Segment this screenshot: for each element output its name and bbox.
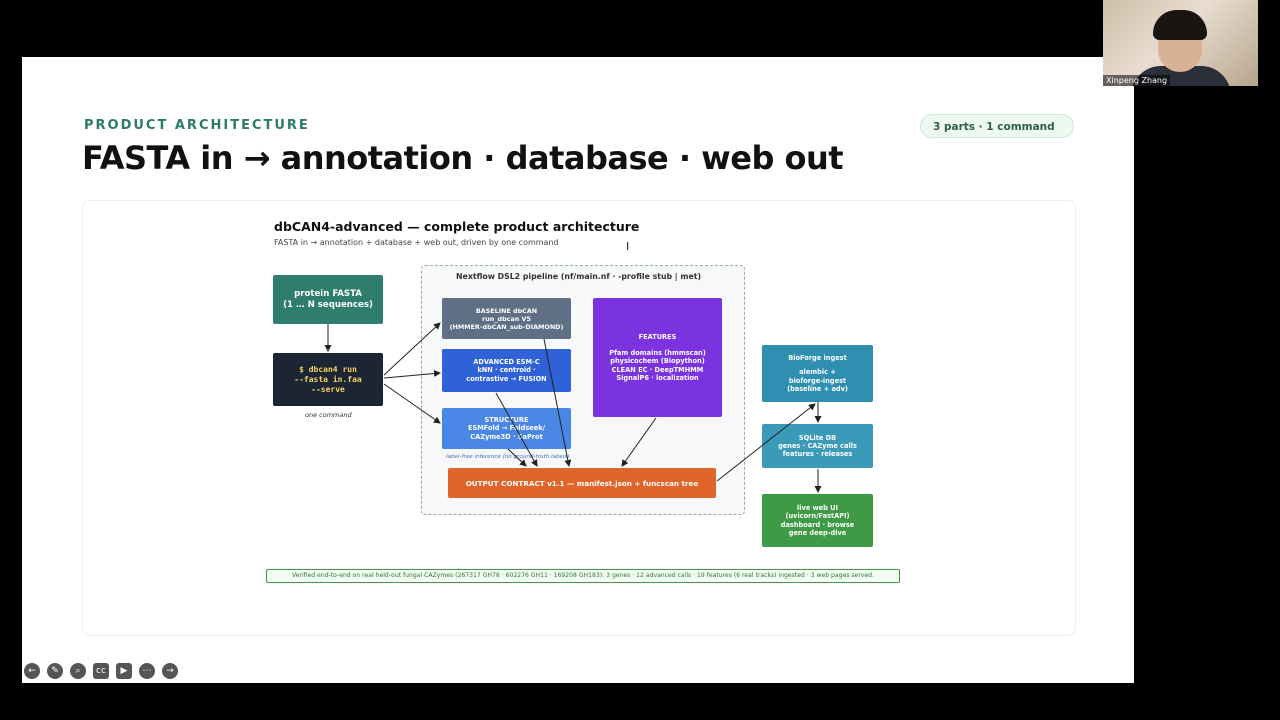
- input-fasta-box: protein FASTA (1 … N sequences): [273, 275, 383, 324]
- sqlite-line: genes · CAZyme calls: [778, 441, 857, 450]
- figure-subtitle: FASTA in → annotation + database + web o…: [274, 238, 559, 247]
- structure-box: STRUCTURE ESMFold → Foldseek/ CAZyme3D ·…: [442, 408, 571, 449]
- output-contract-box: OUTPUT CONTRACT v1.1 — manifest.json + f…: [448, 468, 716, 498]
- input-box-line: protein FASTA: [294, 288, 362, 299]
- command-line: --fasta in.faa: [294, 374, 362, 384]
- bioforge-line: alembic +: [799, 368, 836, 377]
- baseline-line: BASELINE dbCAN: [475, 306, 538, 315]
- webui-line: gene deep-dive: [788, 528, 847, 537]
- arrow-advanced-to-output: [495, 392, 538, 467]
- summary-pill: 3 parts · 1 command: [920, 114, 1074, 138]
- back-arrow-icon[interactable]: ←: [24, 663, 40, 679]
- pen-icon[interactable]: ✎: [47, 663, 63, 679]
- features-line: Pfam domains (hmmscan): [609, 349, 706, 358]
- participant-name: Xinpeng Zhang: [1103, 75, 1171, 86]
- features-line: SignalP6 · localization: [616, 373, 699, 382]
- bioforge-line: BioForge ingest: [788, 354, 847, 363]
- more-icon[interactable]: ⋯: [139, 663, 155, 679]
- bioforge-line: bioforge-ingest: [788, 376, 847, 385]
- participant-video-tile[interactable]: Xinpeng Zhang: [1103, 0, 1258, 86]
- slide-title: FASTA in → annotation · database · web o…: [82, 139, 844, 177]
- baseline-line: run_dbcan V5: [482, 314, 531, 323]
- arrow-baseline-to-output: [543, 338, 572, 467]
- advanced-box: ADVANCED ESM-C kNN · centroid · contrast…: [442, 349, 571, 392]
- web-ui-box: live web UI (uvicorn/FastAPI) dashboard …: [762, 494, 873, 547]
- text-cursor-icon: I: [626, 240, 630, 253]
- input-box-line: (1 … N sequences): [283, 299, 373, 310]
- arrow-command-to-baseline: [383, 322, 441, 376]
- video-icon[interactable]: ▶: [116, 663, 132, 679]
- arrow-output-to-bioforge: [716, 403, 816, 482]
- features-line: physicochem (Biopython): [610, 357, 705, 366]
- zoom-icon[interactable]: ⌕: [70, 663, 86, 679]
- label-free-note: label-free inference (no ground-truth la…: [446, 454, 570, 460]
- baseline-line: (HMMER-dbCAN_sub-DIAMOND): [449, 322, 564, 331]
- webui-line: dashboard · browse: [780, 520, 855, 529]
- section-eyebrow: PRODUCT ARCHITECTURE: [84, 118, 310, 133]
- advanced-line: ADVANCED ESM-C: [473, 358, 540, 367]
- arrow-command-to-advanced: [383, 370, 441, 379]
- advanced-line: kNN · centroid ·: [477, 366, 536, 375]
- pipeline-label: Nextflow DSL2 pipeline (nf/main.nf · -pr…: [456, 272, 702, 281]
- diagram-arrows: [324, 322, 822, 493]
- verification-note: Verified end-to-end on real held-out fun…: [266, 569, 900, 583]
- features-line: CLEAN EC · DeepTMHMM: [611, 365, 704, 374]
- structure-line: CAZyme3D · SaProt: [470, 432, 543, 441]
- command-line: --serve: [311, 384, 345, 394]
- webui-line: live web UI: [797, 504, 838, 513]
- arrow-features-to-output: [621, 417, 657, 467]
- participant-hair: [1153, 10, 1207, 40]
- captions-icon[interactable]: cc: [93, 663, 109, 679]
- arrow-structure-to-output: [507, 448, 527, 467]
- structure-line: ESMFold → Foldseek/: [467, 424, 546, 433]
- bioforge-line: (baseline + adv): [787, 384, 848, 393]
- advanced-line: contrastive → FUSION: [466, 374, 547, 383]
- arrow-command-to-structure: [383, 383, 441, 424]
- command-line: $ dbcan4 run: [299, 364, 357, 374]
- features-box: FEATURES Pfam domains (hmmscan) physicoc…: [593, 298, 722, 417]
- structure-line: STRUCTURE: [484, 416, 529, 425]
- presenter-toolbar: ← ✎ ⌕ cc ▶ ⋯ →: [24, 663, 178, 679]
- presentation-slide: PRODUCT ARCHITECTURE FASTA in → annotati…: [22, 57, 1134, 683]
- output-line: OUTPUT CONTRACT v1.1 — manifest.json + f…: [465, 478, 699, 488]
- forward-arrow-icon[interactable]: →: [162, 663, 178, 679]
- sqlite-line: features · releases: [782, 450, 853, 459]
- command-caption: one command: [305, 411, 352, 419]
- command-box: $ dbcan4 run --fasta in.faa --serve: [273, 353, 383, 406]
- sqlite-line: SQLite DB: [798, 433, 837, 442]
- webui-line: (uvicorn/FastAPI): [785, 512, 850, 521]
- bioforge-box: BioForge ingest alembic + bioforge-inges…: [762, 345, 873, 402]
- figure-title: dbCAN4-advanced — complete product archi…: [274, 219, 640, 234]
- baseline-box: BASELINE dbCAN run_dbcan V5 (HMMER-dbCAN…: [442, 298, 571, 339]
- features-heading: FEATURES: [638, 332, 677, 341]
